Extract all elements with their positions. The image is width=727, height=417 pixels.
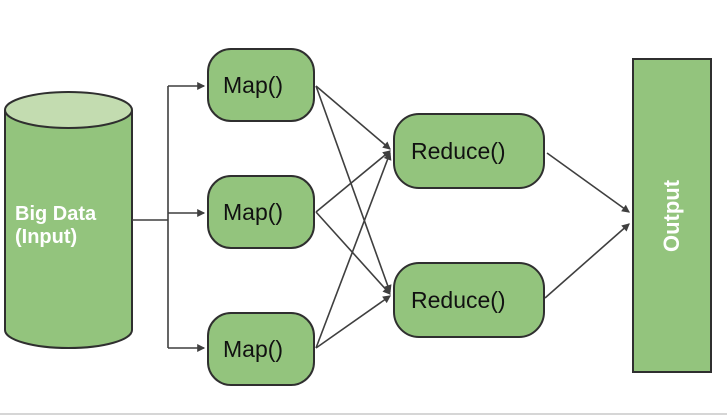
output-node-label: Output (659, 179, 684, 252)
map-reduce-lines (315, 85, 392, 349)
map-node-3: Map() (207, 312, 315, 386)
edge-map1-reduce1 (315, 85, 391, 150)
edge-reduce1-output (546, 152, 630, 213)
reduce-node-2: Reduce() (393, 262, 545, 338)
reduce-node-label: Reduce() (411, 286, 506, 313)
bottom-edge-line (0, 413, 727, 415)
input-cylinder-shape (4, 91, 133, 349)
input-label-line1: Big Data (15, 203, 97, 225)
map-node-2: Map() (207, 175, 315, 249)
reduce-node-label: Reduce() (411, 137, 506, 164)
reduce-node-1: Reduce() (393, 113, 545, 189)
reduce-output-lines (544, 152, 630, 299)
input-label-line2: (Input) (15, 226, 78, 248)
map-node-label: Map() (223, 335, 284, 362)
cylinder-body (4, 110, 133, 349)
input-branch-lines (132, 82, 206, 352)
map-node-label: Map() (223, 71, 284, 98)
edge-map2-reduce1 (315, 150, 391, 213)
map-node-label: Map() (223, 198, 284, 225)
output-node: Output (632, 58, 712, 373)
edge-map1-reduce2 (315, 85, 392, 294)
edge-map3-reduce2 (315, 295, 391, 349)
edge-map3-reduce1 (315, 151, 392, 349)
edge-reduce2-output (544, 223, 630, 299)
input-cylinder-label: Big Data (Input) (15, 203, 127, 249)
edge-map2-reduce2 (315, 211, 391, 295)
cylinder-top-ellipse (4, 91, 133, 129)
map-node-1: Map() (207, 48, 315, 122)
